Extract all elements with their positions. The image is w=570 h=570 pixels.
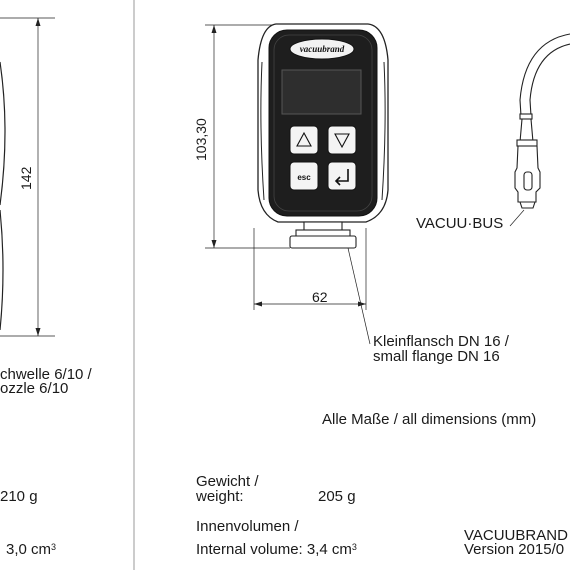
triangle-up-icon — [296, 131, 312, 147]
footer-company: VACUUBRAND — [464, 527, 568, 544]
weight-value: 205 g — [318, 488, 356, 505]
display-screen — [281, 69, 362, 115]
volume-text: Internal volume: 3,4 cm — [196, 541, 352, 558]
volume-sup: 3 — [351, 542, 357, 552]
flange-label-en: small flange DN 16 — [373, 348, 500, 365]
dimension-body-height: 103,30 — [193, 118, 209, 161]
nozzle-label-de: chwelle 6/10 / — [0, 366, 92, 383]
left-partial-view — [0, 0, 135, 570]
left-volume-text: 3,0 cm — [6, 541, 52, 558]
volume-label-de: Innenvolumen / — [196, 518, 299, 535]
down-button[interactable] — [327, 125, 357, 155]
triangle-down-icon — [334, 133, 350, 149]
vacuu-bus-cable — [514, 33, 570, 209]
flange-label-de: Kleinflansch DN 16 / — [373, 333, 509, 350]
enter-button[interactable] — [327, 161, 357, 191]
enter-arrow-icon — [334, 169, 349, 186]
small-flange — [289, 221, 357, 249]
bus-leader — [509, 209, 525, 227]
weight-label-en: weight: — [196, 488, 244, 505]
left-volume-sup: 3 — [51, 542, 57, 552]
footer-version: Version 2015/0 — [464, 541, 565, 558]
esc-button[interactable]: esc — [289, 161, 319, 191]
left-volume-value: 3,0 cm3 — [6, 542, 56, 558]
weight-label-de: Gewicht / — [196, 473, 259, 490]
flange-leader — [347, 247, 371, 345]
dimension-flange-width: 62 — [312, 289, 328, 305]
vacuubrand-logo: vacuubrand — [289, 38, 355, 60]
logo-text: vacuubrand — [300, 44, 345, 54]
dimensions-note: Alle Maße / all dimensions (mm) — [322, 411, 537, 428]
nozzle-label-en: ozzle 6/10 — [0, 380, 69, 397]
up-button[interactable] — [289, 125, 319, 155]
left-weight-value: 210 g — [0, 488, 38, 505]
dimension-lines — [205, 24, 367, 310]
vacuu-bus-label: VACUU·BUS — [416, 215, 504, 232]
volume-label-en: Internal volume: 3,4 cm3 — [196, 542, 357, 558]
esc-label: esc — [297, 173, 311, 182]
dimension-total-height: 142 — [18, 166, 34, 190]
